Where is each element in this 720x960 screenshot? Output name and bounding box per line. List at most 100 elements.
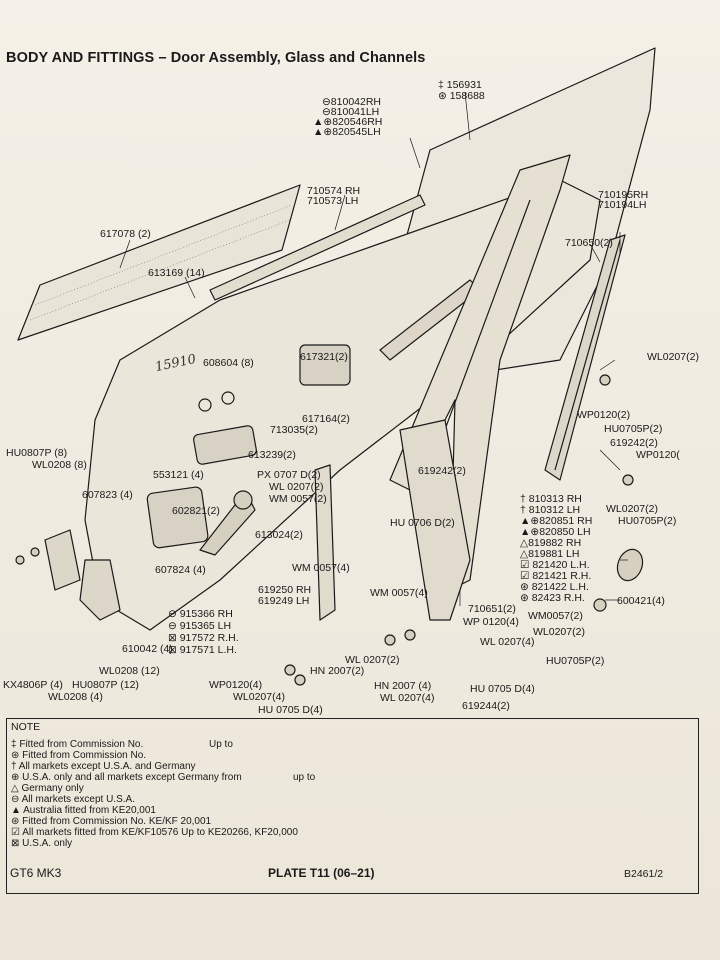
label-819882: △819882 RH	[520, 537, 582, 549]
label-710195: 710195RH	[598, 189, 649, 201]
note-line: △ Germany only	[11, 783, 84, 794]
note-text: ‡ Fitted from Commission No.	[11, 739, 144, 750]
label-821420: ☑ 821420 L.H.	[520, 559, 590, 571]
label-156931: ‡ 156931	[438, 79, 482, 91]
note-text: ⊖ All markets except U.S.A.	[11, 794, 135, 805]
label-810041: ⊖810041LH	[322, 106, 380, 118]
note-line: † All markets except U.S.A. and Germany	[11, 761, 196, 772]
label-613169: 613169 (14)	[148, 267, 205, 279]
label-607824: 607824 (4)	[155, 564, 206, 576]
label-820546: ▲⊕820546RH	[313, 116, 383, 128]
label-wm0057-d: WM0057(2)	[528, 610, 583, 622]
label-710573: 710573 LH	[307, 195, 359, 207]
label-619242-r: 619242(2)	[610, 437, 658, 449]
footer-plate: PLATE T11 (06–21)	[268, 866, 375, 880]
label-917571: ⊠ 917571 L.H.	[168, 644, 237, 656]
label-wm0057-a: WM 0057(2)	[269, 493, 327, 505]
label-hn2007-a: HN 2007(2)	[310, 665, 365, 677]
label-px0707: PX 0707 D(2)	[257, 469, 321, 481]
label-wl0207-d: WL0207(2)	[533, 626, 585, 638]
label-820545: ▲⊕820545LH	[313, 126, 381, 138]
label-617078: 617078 (2)	[100, 228, 151, 240]
label-wp0120-r2: WP0120(	[636, 449, 680, 461]
label-710574: 710574 RH	[307, 185, 361, 197]
label-hu0705-f: HU 0705 D(4)	[258, 704, 323, 716]
label-619250: 619250 RH	[258, 584, 312, 596]
label-710194: 710194LH	[598, 199, 647, 211]
label-608604: 608604 (8)	[203, 357, 254, 369]
label-wl0207-f: WL0207(4)	[233, 691, 285, 703]
label-wl0207-b: WL 0207(4)	[480, 636, 535, 648]
label-hu0705-e: HU 0705 D(4)	[470, 683, 535, 695]
note-line: ⊕ U.S.A. only and all markets except Ger…	[11, 772, 315, 783]
label-810312: † 810312 LH	[520, 504, 581, 516]
label-810313: † 810313 RH	[520, 493, 582, 505]
page-title: BODY AND FITTINGS – Door Assembly, Glass…	[6, 50, 426, 66]
label-821422: ⊛ 821422 L.H.	[520, 581, 589, 593]
note-line: ▲ Australia fitted from KE20,001	[11, 805, 156, 816]
label-613239: 613239(2)	[248, 449, 296, 461]
label-619249: 619249 LH	[258, 595, 310, 607]
note-text: ⊠ U.S.A. only	[11, 838, 73, 849]
note-line: ⊛ Fitted from Commission No. KE/KF 20,00…	[11, 816, 211, 827]
label-hn2007-b: HN 2007 (4)	[374, 680, 432, 692]
label-607823: 607823 (4)	[82, 489, 133, 501]
label-917572: ⊠ 917572 R.H.	[168, 632, 239, 644]
label-915366: ⊖ 915366 RH	[168, 608, 233, 620]
door-assembly-diagram	[15, 47, 656, 686]
label-602821: 602821(2)	[172, 505, 220, 517]
label-610042: 610042 (4)	[122, 643, 173, 655]
label-wl0207-r2: WL0207(2)	[606, 503, 658, 515]
label-710650: 710650(2)	[565, 237, 613, 249]
waist-channel	[209, 194, 426, 301]
label-713035: 713035(2)	[270, 424, 318, 436]
note-text: △ Germany only	[11, 783, 84, 794]
door-aperture	[146, 486, 209, 549]
label-600421: 600421(4)	[617, 595, 665, 607]
hinge-bracket	[79, 559, 121, 621]
label-hu0807p: HU0807P (8)	[6, 447, 68, 459]
rear-channel	[544, 234, 626, 481]
label-613024: 613024(2)	[255, 529, 303, 541]
label-hu0705-r2: HU0705P(2)	[618, 515, 677, 527]
label-hu0807-b: HU0807P (12)	[72, 679, 139, 691]
note-after: up to	[293, 772, 316, 783]
label-hu0705-r: HU0705P(2)	[604, 423, 663, 435]
label-hu0706: HU 0706 D(2)	[390, 517, 455, 529]
notes-heading: NOTE	[11, 721, 41, 733]
drain-plug	[616, 548, 644, 582]
note-text: ☑ All markets fitted from KE/KF10576 Up …	[11, 827, 298, 838]
label-wp0120-r: WP0120(2)	[577, 409, 631, 421]
label-wl0207-a: WL 0207(2)	[269, 481, 324, 493]
note-text: † All markets except U.S.A. and Germany	[11, 761, 196, 772]
note-text: ▲ Australia fitted from KE20,001	[11, 805, 156, 816]
label-553121: 553121 (4)	[153, 469, 204, 481]
label-82423: ⊛ 82423 R.H.	[520, 592, 585, 604]
label-wl0207-e: WL 0207(4)	[380, 692, 435, 704]
label-617321: 617321(2)	[300, 351, 348, 363]
label-710651: 710651(2)	[468, 603, 516, 615]
note-line: ⊠ U.S.A. only	[11, 838, 72, 849]
label-619244: 619244(2)	[462, 700, 510, 712]
label-wm0057-c: WM 0057(4)	[370, 587, 428, 599]
label-619242-a: 619242(2)	[418, 465, 466, 477]
label-617164: 617164(2)	[302, 413, 350, 425]
label-wl0208: WL0208 (8)	[32, 459, 87, 471]
label-kx4806: KX4806P (4)	[3, 679, 63, 691]
label-wl0208-c: WL0208 (4)	[48, 691, 103, 703]
note-text: ⊛ Fitted from Commission No.	[11, 750, 147, 761]
label-wp0120-c: WP0120(4)	[209, 679, 263, 691]
label-820850: ▲⊕820850 LH	[520, 526, 591, 538]
label-wl0208-b: WL0208 (12)	[99, 665, 160, 677]
regulator-arm	[314, 464, 336, 621]
note-after: Up to	[209, 739, 233, 750]
label-821421: ☑ 821421 R.H.	[520, 570, 592, 582]
footer-model: GT6 MK3	[10, 866, 62, 880]
note-line: ☑ All markets fitted from KE/KF10576 Up …	[11, 827, 298, 838]
note-text: ⊛ Fitted from Commission No. KE/KF 20,00…	[11, 816, 212, 827]
label-wm0057-b: WM 0057(4)	[292, 562, 350, 574]
footer-ref: B2461/2	[624, 868, 664, 880]
label-wl0207-r: WL0207(2)	[647, 351, 699, 363]
note-line: ‡ Fitted from Commission No. Up to	[11, 739, 233, 750]
